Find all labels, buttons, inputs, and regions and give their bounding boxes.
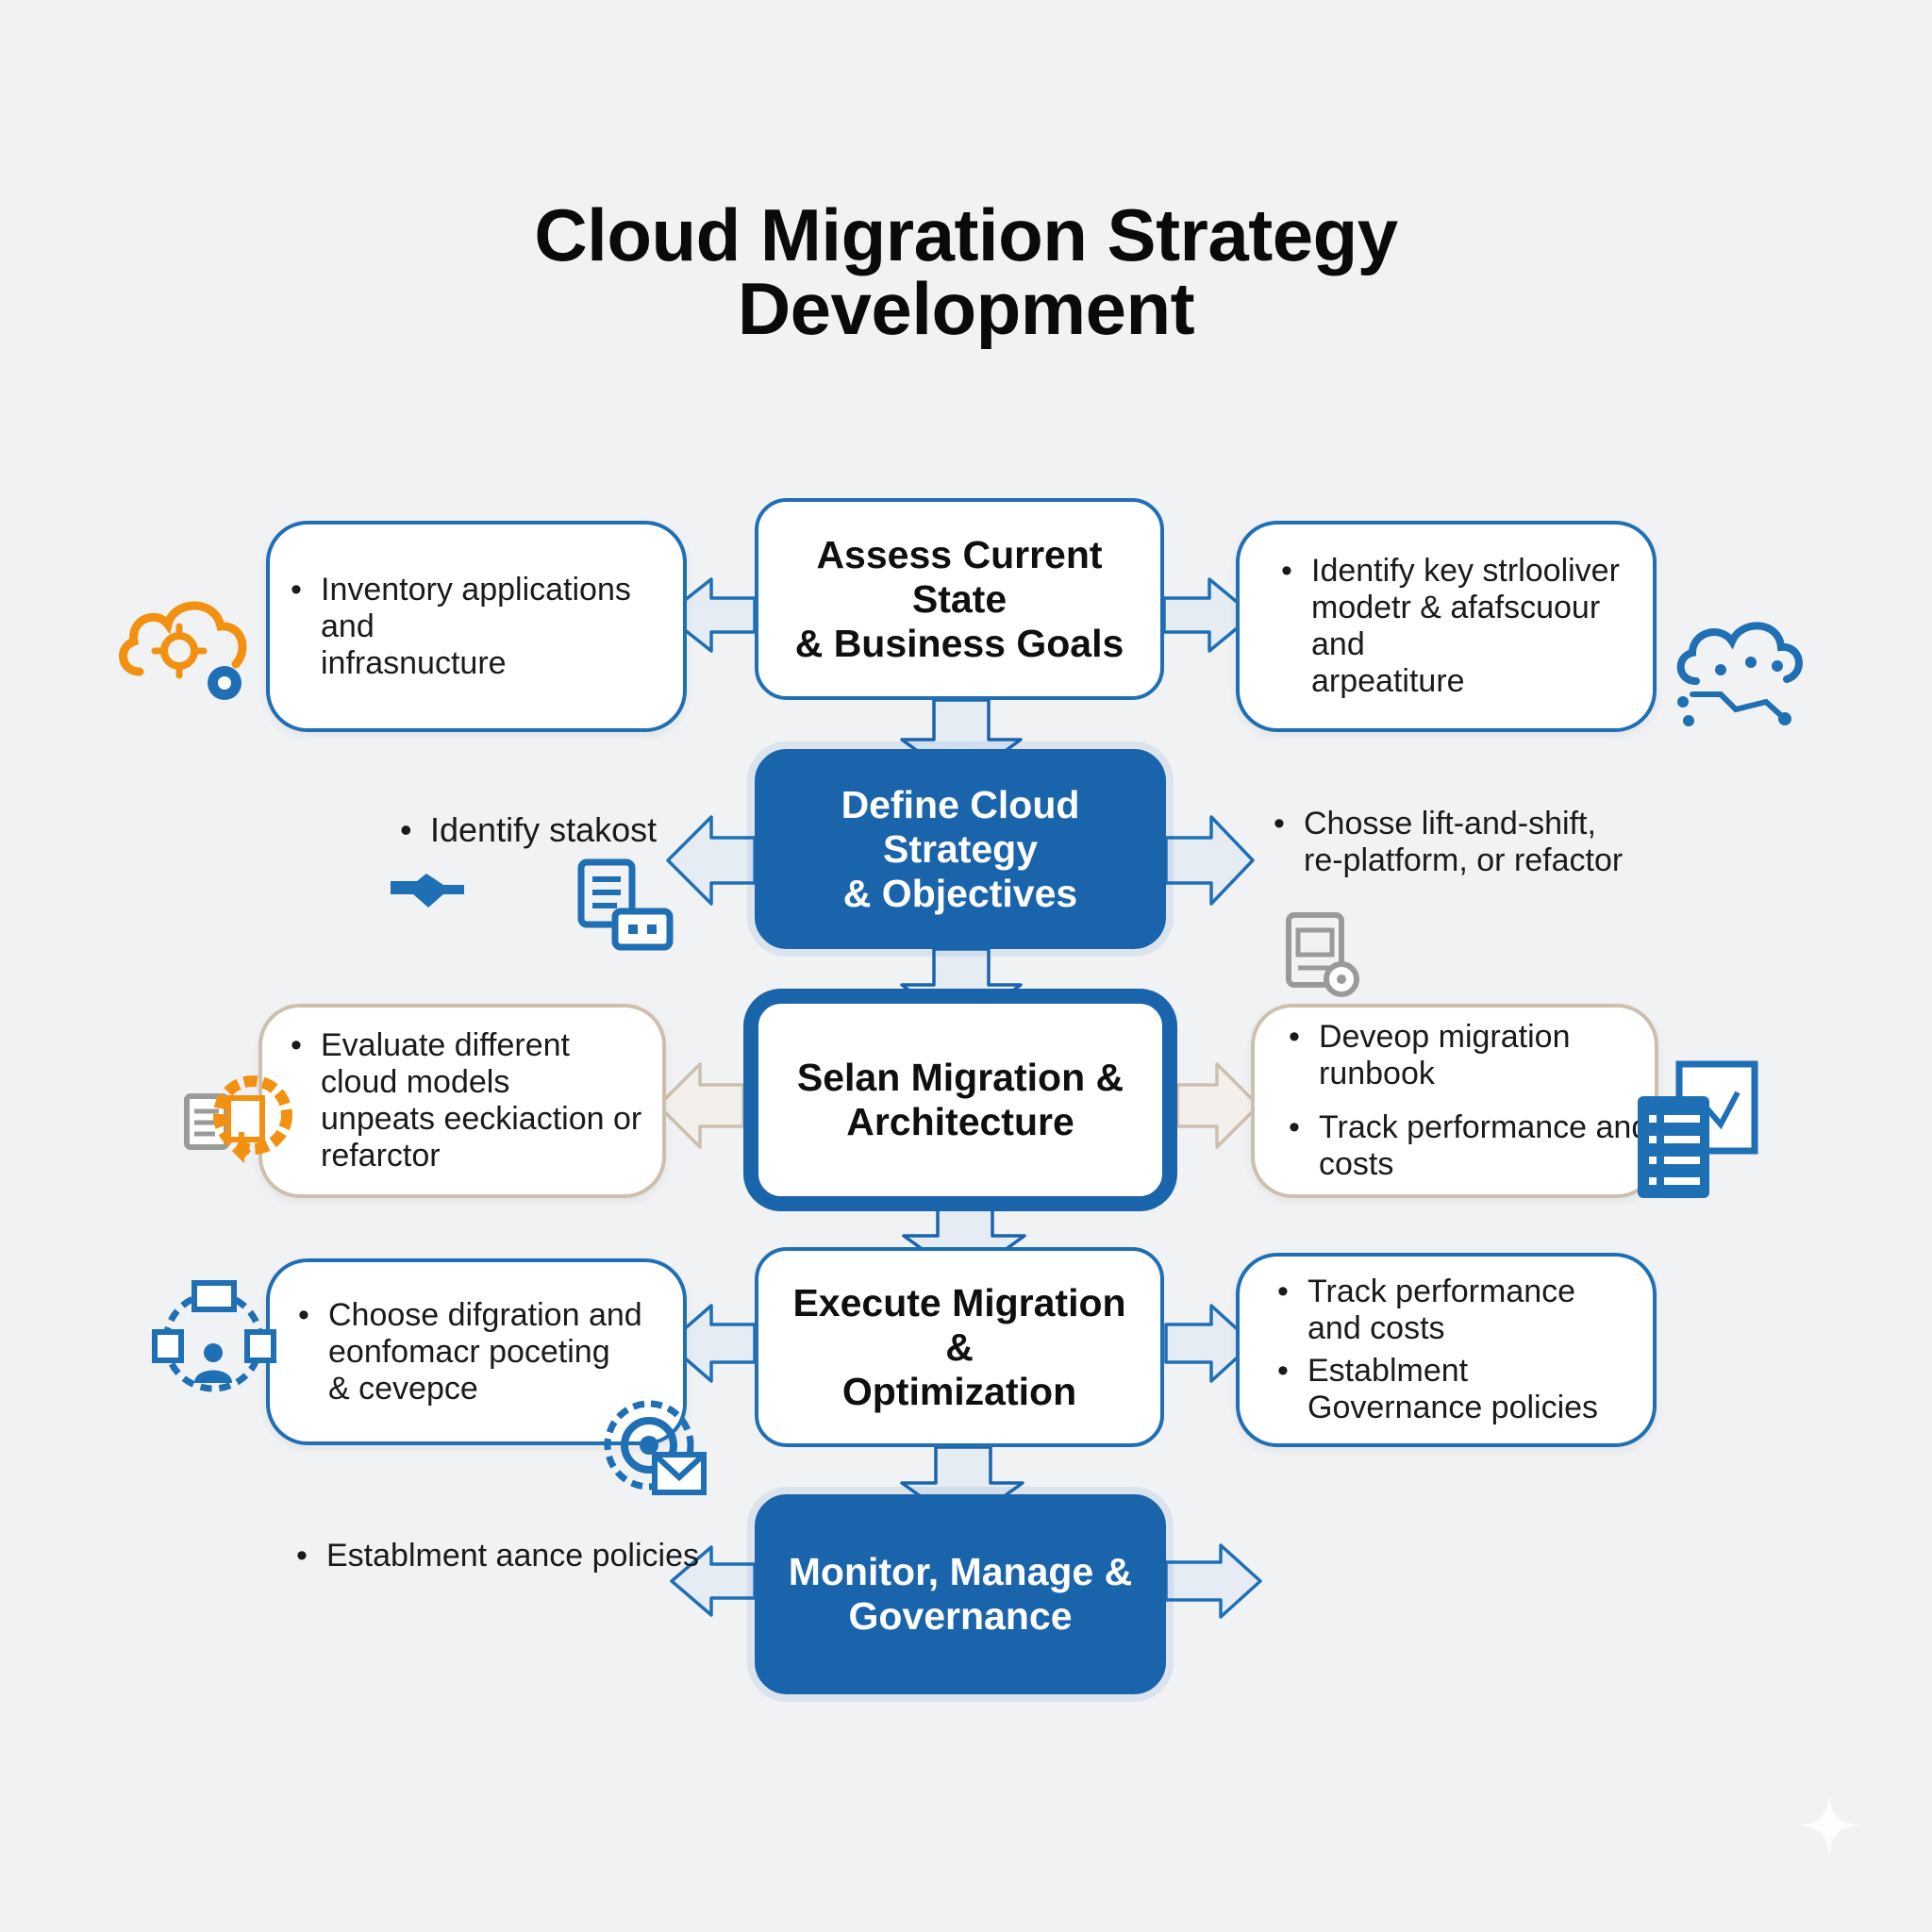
bullet-line: modetr & afafscuour and xyxy=(1311,590,1601,662)
bullet-line: Deveop migration xyxy=(1319,1019,1571,1055)
stage-define-line-1: Define Cloud Strategy xyxy=(841,782,1080,871)
bullet-line: costs xyxy=(1319,1146,1394,1182)
right-note-2: Chosse lift-and-shift, re-platform, or r… xyxy=(1274,806,1623,879)
left-note-5: Establment aance policies xyxy=(296,1538,699,1574)
right-arrow-5 xyxy=(1164,1543,1262,1619)
left-note-3-bullet: Evaluate different cloud models unpeats … xyxy=(291,1027,641,1174)
bullet-line: Establment xyxy=(1307,1353,1469,1389)
left-note-2-bullet: Identify stakost xyxy=(400,811,657,848)
bullet-line: Chosse lift-and-shift, xyxy=(1304,806,1596,841)
cloud-network-icon xyxy=(1676,622,1803,726)
bullet-line: Evaluate different xyxy=(321,1027,570,1063)
cloud-gear-icon xyxy=(119,601,247,700)
right-arrow-3 xyxy=(1175,1062,1260,1149)
target-mail-icon xyxy=(604,1400,707,1495)
bullet-line: refarctor xyxy=(321,1138,441,1174)
handshake-icon xyxy=(391,874,464,908)
bullet-line: Inventory applications and xyxy=(321,571,631,644)
bullet-line: runbook xyxy=(1319,1056,1435,1091)
right-note-3-bullet-2: Track performance and costs xyxy=(1289,1109,1649,1183)
title-line-2: Development xyxy=(737,267,1195,350)
bullet-line: Choose difgration and xyxy=(328,1296,642,1333)
bullet-line: cloud models xyxy=(321,1064,510,1100)
right-arrow-4 xyxy=(1164,1304,1255,1383)
left-arrow-1 xyxy=(664,577,757,653)
stage-monitor: Monitor, Manage & Governance xyxy=(755,1494,1166,1694)
left-note-2: Identify stakost xyxy=(400,811,657,848)
right-note-4-bullet-1: Track performance and costs xyxy=(1277,1274,1598,1347)
bullet-line: eonfomacr poceting xyxy=(328,1333,610,1370)
left-note-4: Choose difgration and eonfomacr poceting… xyxy=(266,1258,687,1445)
stage-plan-line-2: Architecture xyxy=(846,1100,1074,1143)
right-note-4-bullet-2: Establment Governance policies xyxy=(1277,1353,1598,1426)
stage-monitor-line-2: Governance xyxy=(848,1594,1073,1638)
stage-monitor-line-1: Monitor, Manage & xyxy=(788,1550,1133,1593)
bullet-line: Identify stakost xyxy=(430,810,658,849)
page-title: Cloud Migration Strategy Development xyxy=(0,198,1932,345)
stage-assess-line-2: & Business Goals xyxy=(794,621,1124,665)
left-arrow-4 xyxy=(666,1304,757,1383)
stage-define: Define Cloud Strategy & Objectives xyxy=(755,749,1166,949)
left-note-1-bullet: Inventory applications and infrasnucture xyxy=(291,572,683,682)
right-note-1: Identify key strlooliver modetr & afafsc… xyxy=(1236,521,1657,732)
bullet-line: Identify key strlooliver xyxy=(1311,553,1620,589)
documents-icon xyxy=(577,858,674,951)
right-note-1-bullet: Identify key strlooliver modetr & afafsc… xyxy=(1281,553,1653,700)
bullet-line: unpeats eeckiaction or xyxy=(321,1101,642,1137)
right-note-2-bullet: Chosse lift-and-shift, re-platform, or r… xyxy=(1274,806,1623,879)
bullet-line: infrasnucture xyxy=(321,644,507,681)
stage-assess-line-1: Assess Current State xyxy=(816,532,1103,621)
bullet-line: arpeatiture xyxy=(1311,663,1465,699)
left-note-5-bullet: Establment aance policies xyxy=(296,1538,699,1574)
left-note-1: Inventory applications and infrasnucture xyxy=(266,521,687,732)
stage-execute-line-2: Optimization xyxy=(841,1369,1077,1413)
people-network-icon xyxy=(152,1280,276,1392)
left-arrow-2 xyxy=(666,815,757,906)
left-note-3: Evaluate different cloud models unpeats … xyxy=(258,1004,666,1198)
bullet-line: & cevepce xyxy=(328,1370,478,1407)
title-line-1: Cloud Migration Strategy xyxy=(534,193,1398,276)
server-gear-icon xyxy=(1286,912,1359,997)
bullet-line: and costs xyxy=(1307,1310,1445,1346)
right-arrow-1 xyxy=(1162,577,1255,653)
right-note-4: Track performance and costs Establment G… xyxy=(1236,1253,1657,1447)
stage-plan-line-1: Selan Migration & xyxy=(796,1056,1124,1099)
bullet-line: Establment aance policies xyxy=(326,1538,700,1574)
left-arrow-3 xyxy=(657,1062,745,1149)
right-note-3: Deveop migration runbook Track performan… xyxy=(1251,1004,1658,1198)
bullet-line: Governance policies xyxy=(1307,1390,1599,1425)
clipboard-chart-icon xyxy=(1638,1060,1758,1198)
right-arrow-2 xyxy=(1164,815,1255,906)
stage-execute-line-1: Execute Migration & xyxy=(792,1280,1126,1369)
left-note-4-bullet: Choose difgration and eonfomacr poceting… xyxy=(298,1297,642,1407)
stage-define-line-2: & Objectives xyxy=(842,871,1078,915)
stage-plan: Selan Migration & Architecture xyxy=(743,989,1177,1211)
bullet-line: Track performance and xyxy=(1319,1109,1650,1145)
stage-assess: Assess Current State & Business Goals xyxy=(755,498,1164,700)
stage-execute: Execute Migration & Optimization xyxy=(755,1247,1164,1447)
bullet-line: Track performance xyxy=(1307,1274,1576,1309)
right-note-3-bullet-1: Deveop migration runbook xyxy=(1289,1019,1649,1092)
sparkle-icon xyxy=(1798,1794,1860,1857)
bullet-line: re-platform, or refactor xyxy=(1304,842,1624,878)
documents-gear-icon xyxy=(184,1075,292,1164)
